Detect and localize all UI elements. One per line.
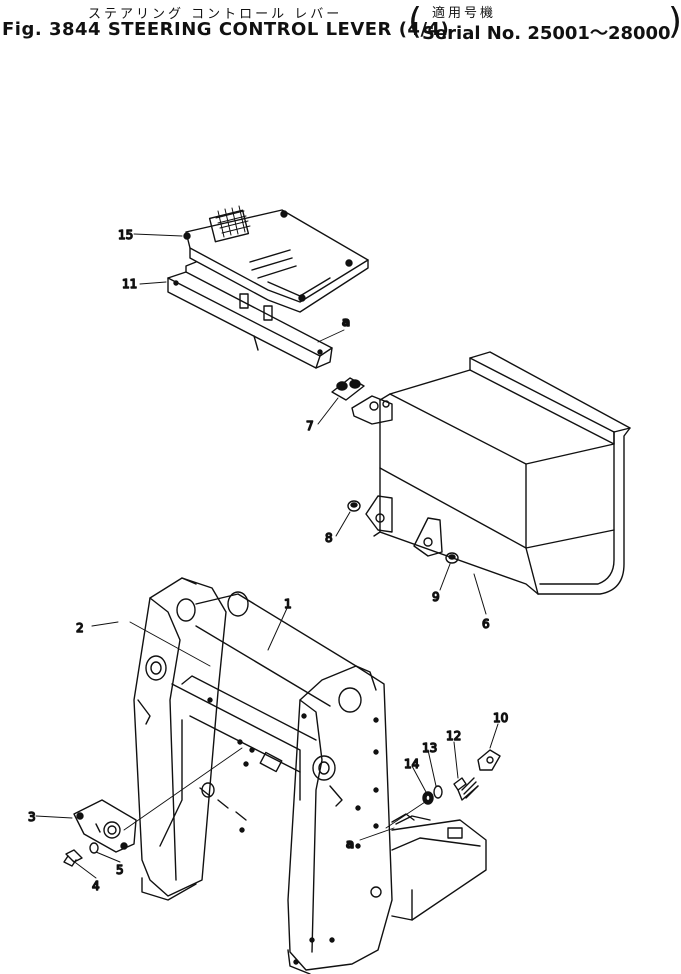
part-13-washer (433, 785, 443, 799)
callout-11: 11 (122, 277, 137, 291)
hinge-lug-top (351, 395, 393, 425)
part-6-u-cover (351, 351, 631, 595)
callout-1: 1 (284, 597, 292, 611)
serial-label-japanese: 適用号機 (432, 6, 497, 21)
figure-header: ステアリング コントロール レバー Fig. 3844 STEERING CON… (0, 0, 681, 48)
part-14-nut (422, 791, 434, 805)
callout-3: 3 (28, 810, 36, 824)
frame-slot (259, 751, 283, 773)
part-4-bolt (63, 849, 83, 867)
callout-2: 2 (76, 621, 84, 635)
hinge-lug-right (413, 517, 443, 557)
part-9-bushing (445, 552, 459, 564)
callout-6: 6 (482, 617, 490, 631)
bracket-tab (447, 827, 463, 839)
open-paren-glyph: ( (408, 1, 423, 42)
close-paren-glyph: ) (668, 1, 681, 42)
bracket-tab (239, 293, 249, 309)
part-3-plate (73, 799, 137, 853)
part-15-cover-plate (183, 205, 369, 313)
hinge-lug-left (365, 495, 393, 533)
part-8-bushing (347, 500, 361, 512)
callout-a-bottom: a (346, 837, 354, 851)
callout-7: 7 (306, 419, 314, 433)
part-11-bracket (167, 261, 333, 369)
callout-15: 15 (118, 228, 133, 242)
callout-14: 14 (404, 757, 419, 771)
part-12-bolt (453, 777, 479, 801)
serial-number-range: Serial No. 25001～28000 (422, 23, 671, 44)
callout-10: 10 (493, 711, 508, 725)
callout-8: 8 (325, 531, 333, 545)
step-box-bracket (391, 813, 487, 921)
part-7-bushings (331, 377, 365, 401)
leader-lines (35, 233, 499, 879)
callout-a-top: a (342, 315, 350, 329)
japanese-title: ステアリング コントロール レバー (88, 7, 343, 22)
part-1-main-frame (133, 577, 393, 974)
callout-5: 5 (116, 863, 124, 877)
part-5-washer (89, 842, 99, 854)
callout-4: 4 (92, 879, 100, 893)
callout-13: 13 (422, 741, 437, 755)
part-10-stopper (477, 749, 501, 771)
callout-12: 12 (446, 729, 461, 743)
callout-9: 9 (432, 590, 440, 604)
assembly-lines (123, 329, 429, 841)
bracket-tab (263, 305, 273, 321)
figure-title: Fig. 3844 STEERING CONTROL LEVER (4/4) (2, 19, 450, 40)
